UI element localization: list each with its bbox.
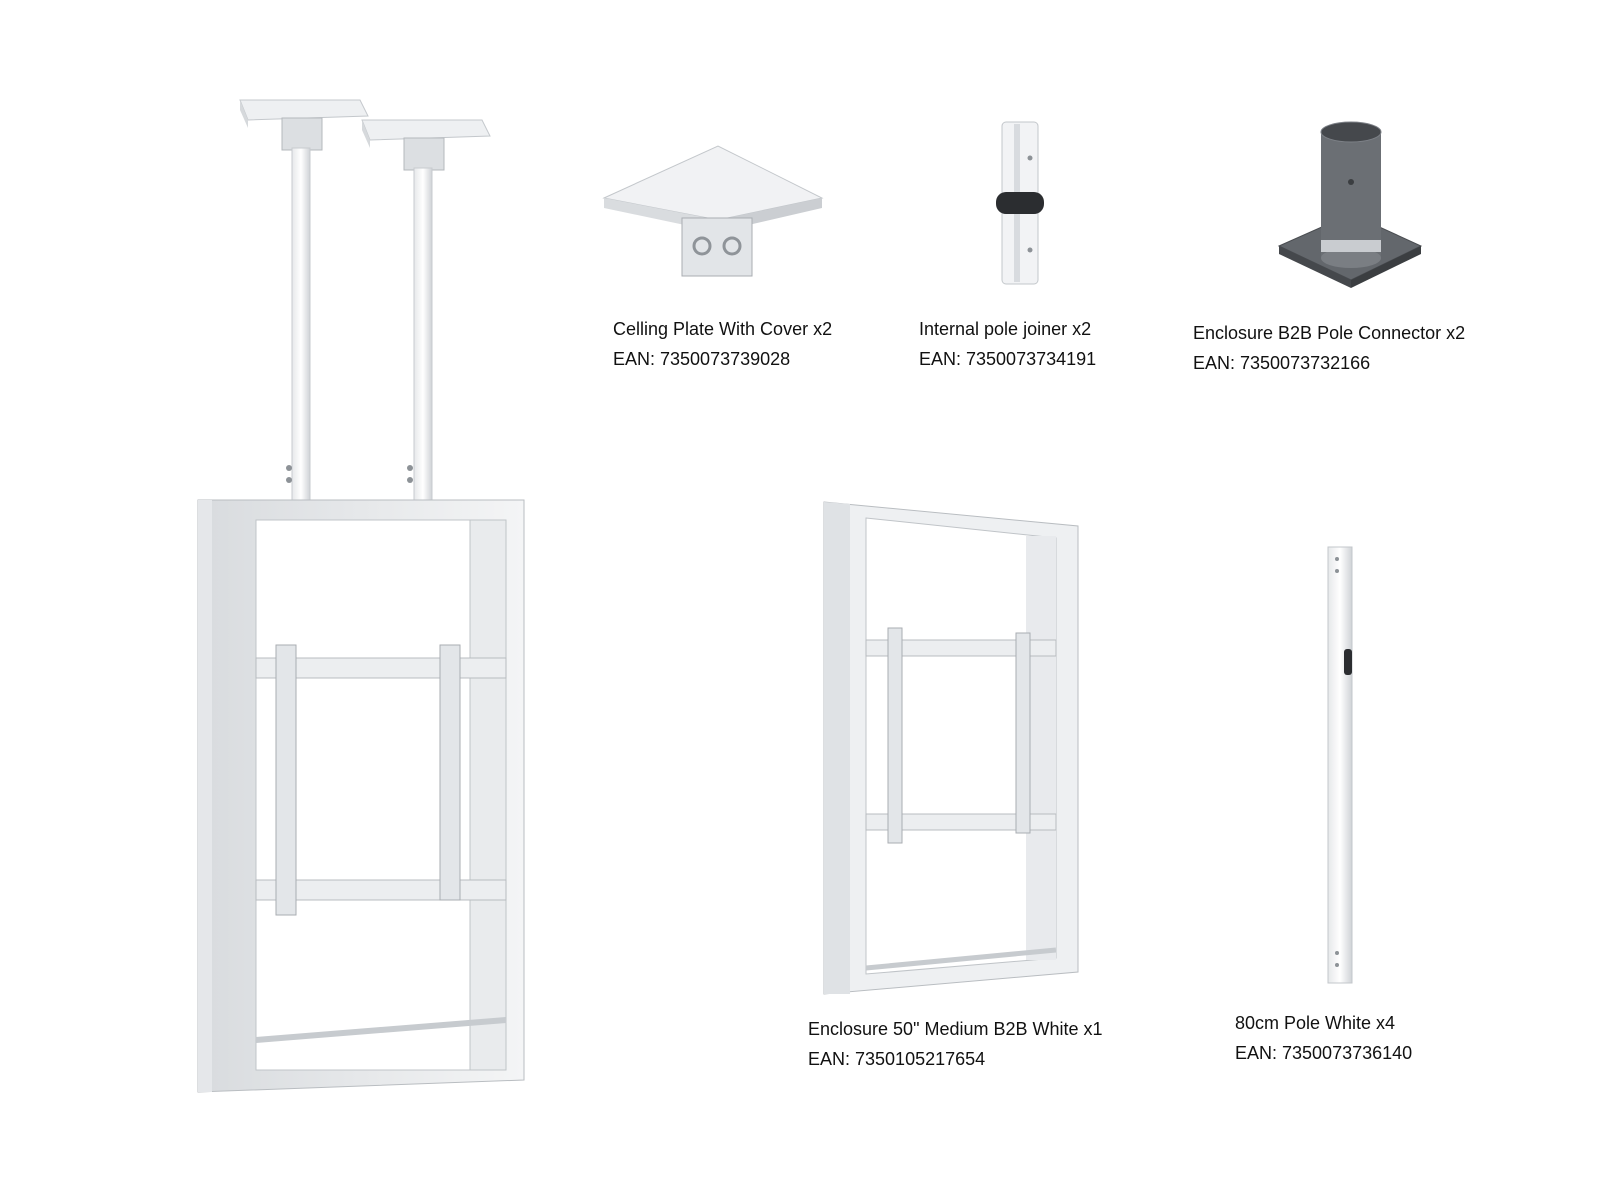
- pole-joiner-icon: [996, 121, 1044, 285]
- product-ean: EAN: 7350073732166: [1193, 353, 1371, 373]
- product-caption-enclosure: Enclosure 50" Medium B2B White x1 EAN: 7…: [808, 1014, 1103, 1074]
- assembled-enclosure-unit-icon: [197, 99, 525, 1093]
- product-ean: EAN: 7350073734191: [919, 349, 1097, 369]
- product-name: Enclosure 50" Medium B2B White x1: [808, 1019, 1103, 1039]
- product-caption-pole-joiner: Internal pole joiner x2 EAN: 73500737341…: [919, 314, 1096, 374]
- product-name: Internal pole joiner x2: [919, 319, 1092, 339]
- product-ean: EAN: 7350073739028: [613, 349, 791, 369]
- product-ean: EAN: 7350073736140: [1235, 1043, 1413, 1063]
- product-caption-ceiling-plate: Celling Plate With Cover x2 EAN: 7350073…: [613, 314, 832, 374]
- pole-connector-icon: [1277, 121, 1423, 288]
- pole-icon: [1327, 546, 1353, 984]
- product-caption-pole: 80cm Pole White x4 EAN: 7350073736140: [1235, 1008, 1412, 1068]
- enclosure-icon: [823, 501, 1079, 995]
- ceiling-plate-icon: [602, 145, 824, 277]
- product-caption-pole-connector: Enclosure B2B Pole Connector x2 EAN: 735…: [1193, 318, 1465, 378]
- product-name: Enclosure B2B Pole Connector x2: [1193, 323, 1466, 343]
- product-name: Celling Plate With Cover x2: [613, 319, 833, 339]
- product-name: 80cm Pole White x4: [1235, 1013, 1396, 1033]
- product-ean: EAN: 7350105217654: [808, 1049, 986, 1069]
